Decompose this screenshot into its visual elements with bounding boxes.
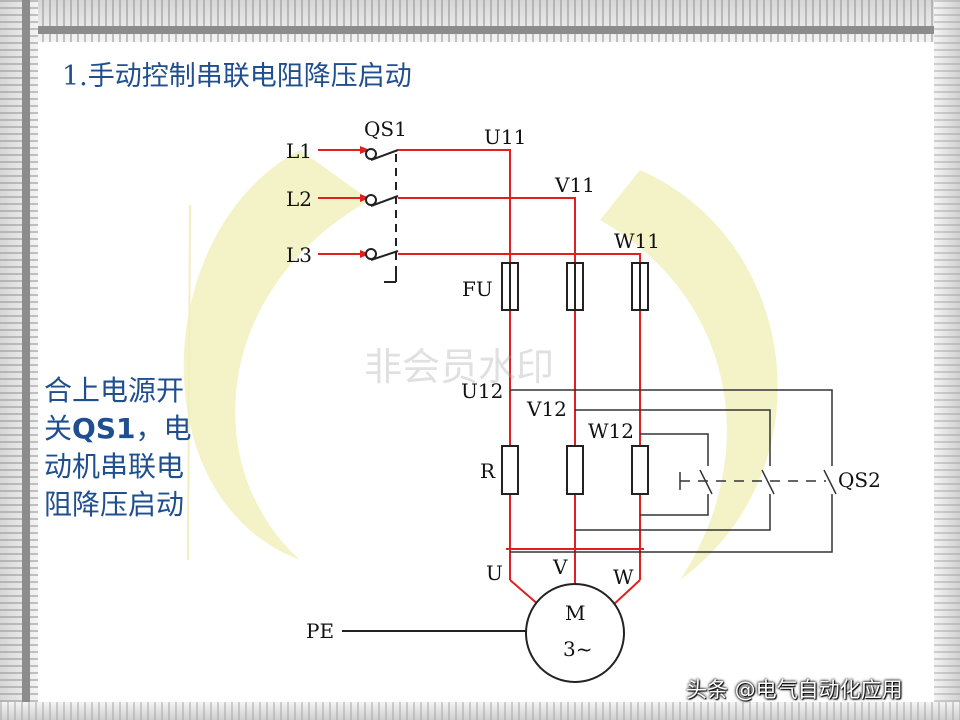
frame-left-band <box>22 0 30 720</box>
motor <box>525 583 625 683</box>
bypass-wires <box>510 389 837 553</box>
qs1-switch <box>365 148 399 283</box>
side-note-line-2-bold: QS1 <box>72 412 136 445</box>
side-note-line-2-prefix: 关 <box>44 412 73 445</box>
fuses <box>501 262 649 311</box>
label-v12: V12 <box>526 397 567 421</box>
label-l1: L1 <box>286 139 312 163</box>
label-l3: L3 <box>286 243 312 267</box>
label-w: W <box>613 565 634 589</box>
watermark-text: 非会员水印 <box>364 345 555 389</box>
side-note-line-2-suffix: ，电 <box>135 412 192 445</box>
side-note-line-4: 阻降压启动 <box>44 488 185 521</box>
label-qs1: QS1 <box>364 117 407 141</box>
frame-bottom-border <box>0 702 960 720</box>
label-motor: M <box>565 601 585 625</box>
label-qs2: QS2 <box>838 468 881 492</box>
resistors <box>501 445 649 495</box>
side-note-line-3: 动机串联电 <box>44 450 185 483</box>
side-note: 合上电源开 关QS1，电 动机串联电 阻降压启动 <box>44 372 214 524</box>
frame-right-border <box>934 0 960 720</box>
label-v: V <box>552 555 568 579</box>
label-w11: W11 <box>614 229 660 253</box>
label-r: R <box>480 459 496 483</box>
label-fu: FU <box>462 277 493 301</box>
slide-title: 1.手动控制串联电阻降压启动 <box>62 61 412 92</box>
credit-watermark: 头条 @电气自动化应用 <box>686 678 903 702</box>
side-note-line-2: 关QS1，电 <box>44 410 214 448</box>
label-v11: V11 <box>554 173 595 197</box>
label-l2: L2 <box>286 187 312 211</box>
label-w12: W12 <box>588 419 634 443</box>
label-u11: U11 <box>484 125 526 149</box>
frame-top-band <box>0 26 960 34</box>
power-wires <box>398 149 644 607</box>
side-note-line-1: 合上电源开 <box>44 374 185 407</box>
label-u: U <box>486 561 503 585</box>
label-pe: PE <box>306 619 334 643</box>
frame-top-border <box>0 0 960 42</box>
label-u12: U12 <box>461 379 503 403</box>
background-logo <box>183 150 778 580</box>
frame-left-border <box>0 0 38 720</box>
label-motor-spec: 3~ <box>563 637 592 661</box>
supply-lines <box>318 146 370 258</box>
